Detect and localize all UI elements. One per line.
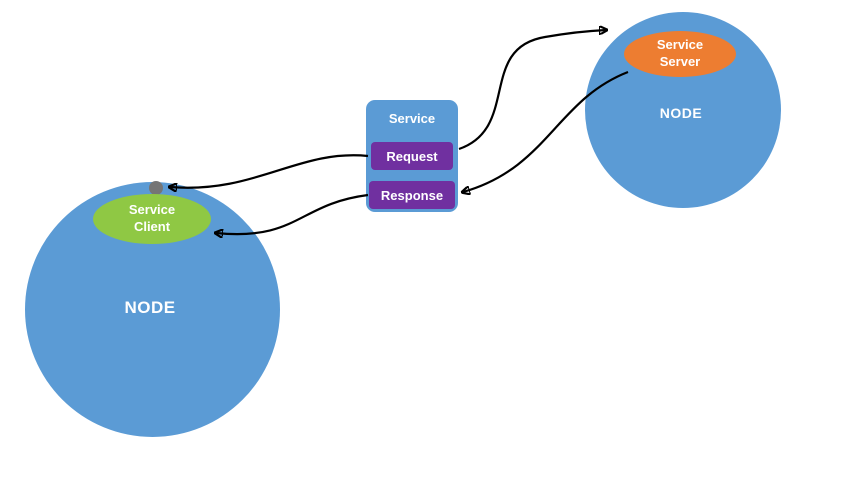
service-client-label-line1: Service [128, 202, 176, 218]
service-client-ellipse: Service Client [93, 194, 211, 244]
response-box: Response [369, 181, 455, 209]
left-node-label: NODE [124, 298, 176, 317]
arrow-request-to-client-node [170, 154, 369, 187]
service-server-label-line1: Service [656, 37, 704, 53]
service-server-ellipse: Service Server [624, 31, 736, 77]
connection-dot [149, 181, 163, 195]
service-box-title: Service [388, 111, 436, 126]
right-node-label: NODE [659, 105, 703, 121]
service-server-label-line2: Server [659, 54, 701, 69]
arrow-request-to-server [458, 30, 606, 151]
request-box: Request [371, 142, 453, 170]
service-client-label-line2: Client [133, 219, 171, 234]
